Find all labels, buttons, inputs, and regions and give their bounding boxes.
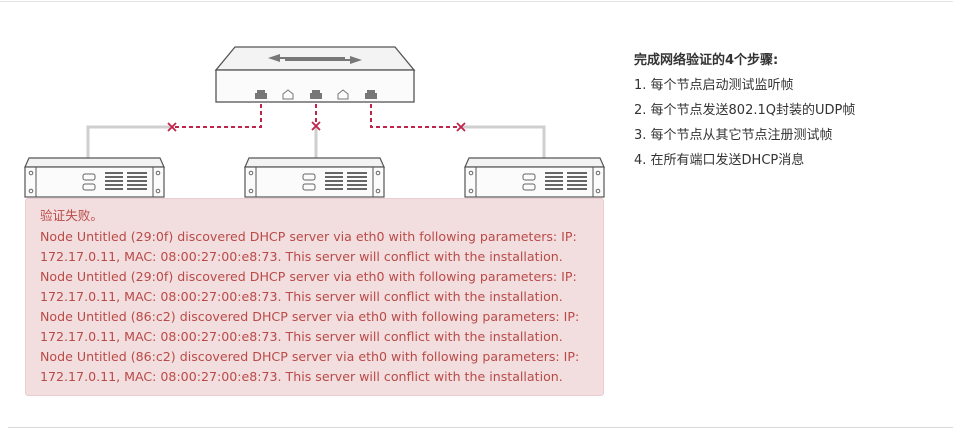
link-error-markers bbox=[167, 121, 466, 132]
network-diagram bbox=[24, 46, 605, 198]
cable-links bbox=[86, 125, 546, 158]
server-icon bbox=[244, 157, 385, 198]
x-icon bbox=[456, 122, 466, 132]
port-icon bbox=[255, 90, 267, 99]
port-icon bbox=[365, 90, 377, 99]
error-message: Node Untitled (86:c2) discovered DHCP se… bbox=[40, 349, 580, 384]
error-title: 验证失败。 bbox=[40, 208, 103, 223]
bottom-divider bbox=[8, 427, 953, 428]
x-icon bbox=[311, 121, 321, 131]
steps-title: 完成网络验证的4个步骤: bbox=[634, 53, 779, 68]
error-message: Node Untitled (29:0f) discovered DHCP se… bbox=[40, 229, 577, 264]
error-alert: 验证失败。 Node Untitled (29:0f) discovered D… bbox=[25, 198, 604, 396]
cable-right bbox=[462, 125, 546, 158]
verification-steps: 完成网络验证的4个步骤: 1. 每个节点启动测试监听帧 2. 每个节点发送802… bbox=[634, 48, 944, 173]
cable-left bbox=[86, 125, 170, 158]
port-icon bbox=[310, 90, 322, 99]
step-item: 4. 在所有端口发送DHCP消息 bbox=[634, 153, 805, 168]
top-divider bbox=[0, 1, 953, 2]
steps-list: 1. 每个节点启动测试监听帧 2. 每个节点发送802.1Q封装的UDP帧 3.… bbox=[634, 73, 944, 173]
port-icon bbox=[282, 89, 294, 100]
server-icon bbox=[464, 157, 605, 198]
x-icon bbox=[167, 122, 177, 132]
error-message: Node Untitled (86:c2) discovered DHCP se… bbox=[40, 309, 580, 344]
step-item: 1. 每个节点启动测试监听帧 bbox=[634, 78, 794, 93]
failed-link-left bbox=[174, 97, 262, 128]
switch-icon bbox=[214, 46, 416, 103]
failed-link-right bbox=[370, 97, 459, 128]
port-icon bbox=[337, 89, 349, 100]
server-icon bbox=[24, 157, 165, 198]
error-message: Node Untitled (29:0f) discovered DHCP se… bbox=[40, 269, 577, 304]
step-item: 2. 每个节点发送802.1Q封装的UDP帧 bbox=[634, 103, 856, 118]
step-item: 3. 每个节点从其它节点注册测试帧 bbox=[634, 128, 833, 143]
failed-links bbox=[174, 97, 459, 128]
